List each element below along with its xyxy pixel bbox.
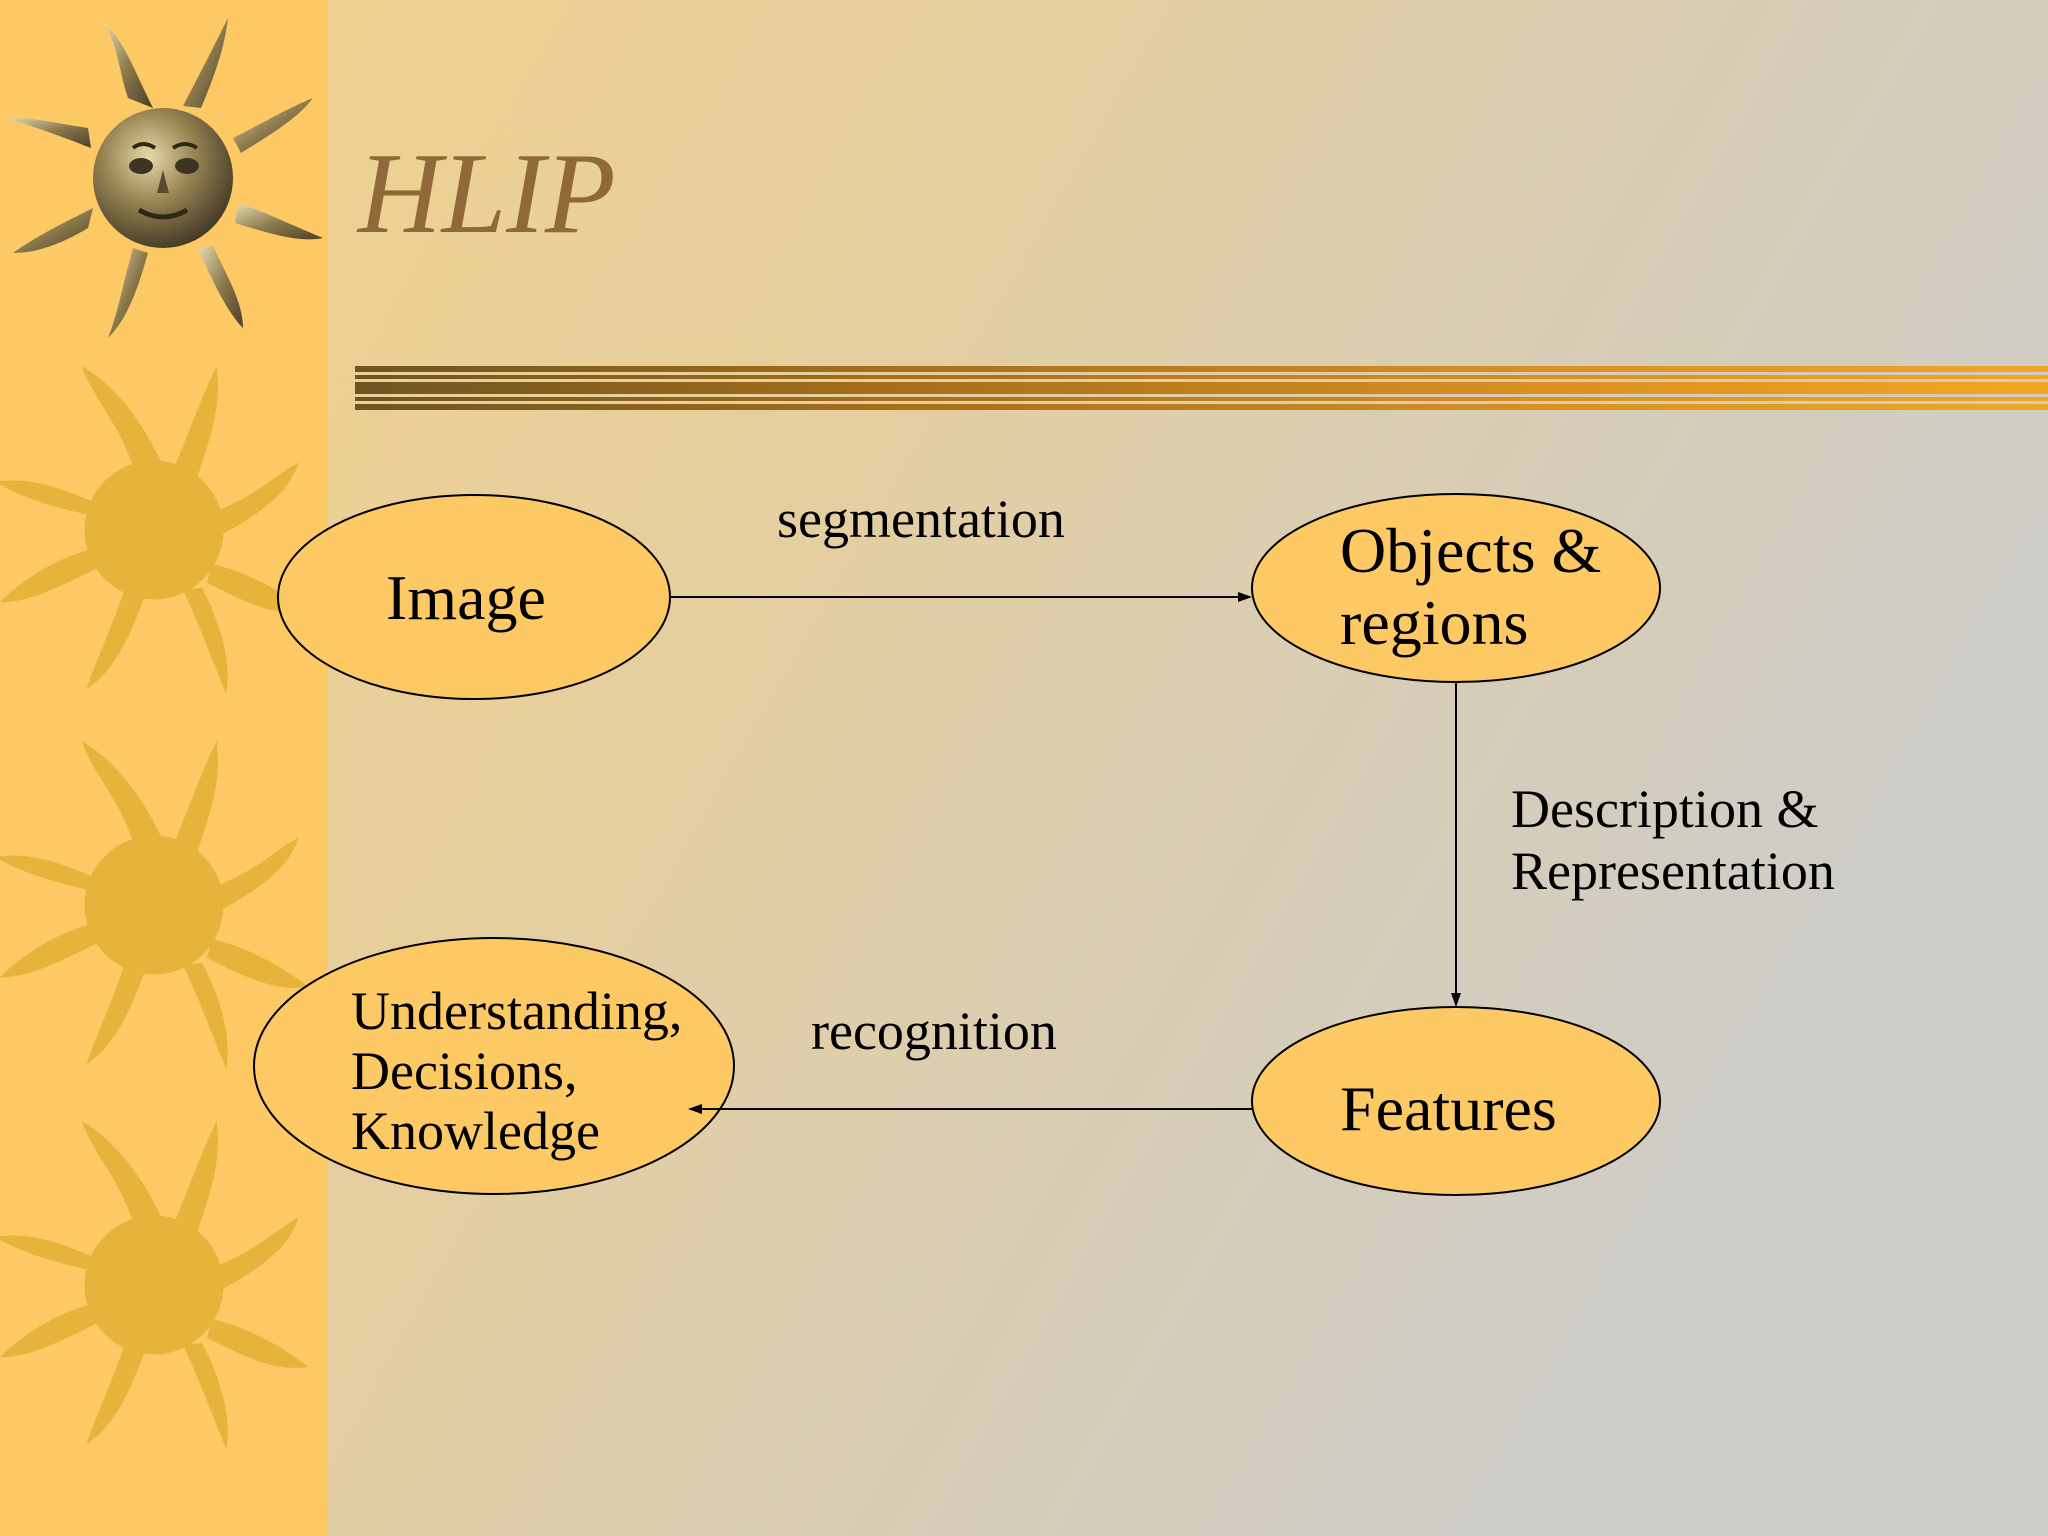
- understanding-node: [253, 937, 735, 1195]
- sun-icon: [0, 366, 309, 694]
- title-divider: [355, 366, 2048, 410]
- objects-node-label: Objects & regions: [1340, 515, 1602, 658]
- image-node-label: Image: [386, 562, 546, 633]
- description-label: Description & Representation: [1511, 779, 1835, 901]
- slide-title: HLIP: [358, 130, 616, 258]
- recognition-label: recognition: [811, 1001, 1057, 1061]
- features-node-label: Features: [1340, 1073, 1557, 1144]
- sun-icon: [0, 1121, 309, 1449]
- bronze-sun-face-icon: [5, 18, 323, 338]
- sun-icon: [0, 741, 309, 1069]
- features-node: [1251, 1006, 1661, 1196]
- left-decor-strip: [0, 0, 328, 1536]
- understanding-node-label: Understanding, Decisions, Knowledge: [351, 981, 683, 1161]
- segmentation-label: segmentation: [777, 489, 1065, 549]
